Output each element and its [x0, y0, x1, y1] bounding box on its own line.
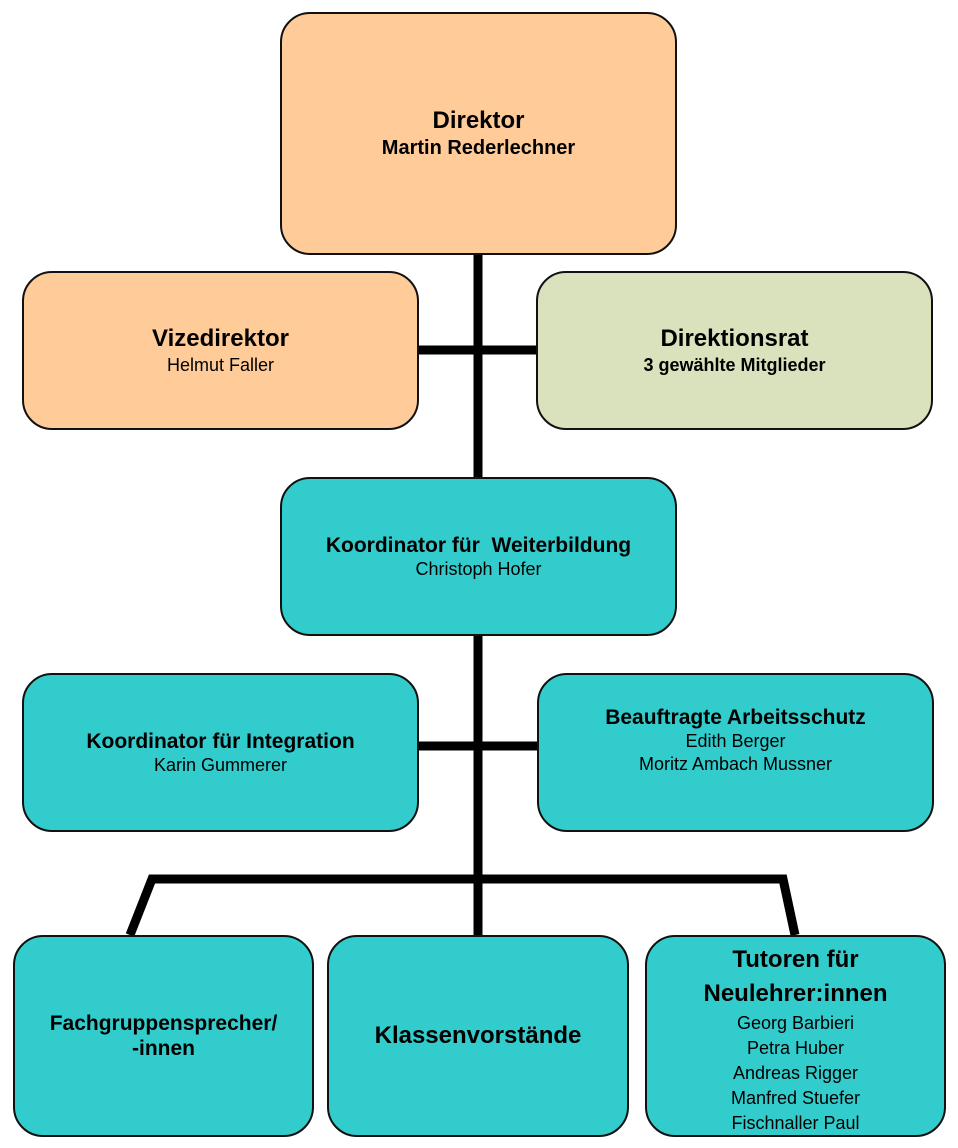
node-integration: Koordinator für Integration Karin Gummer…: [22, 673, 419, 832]
node-person: Petra Huber: [746, 1038, 845, 1058]
node-direktor: Direktor Martin Rederlechner: [280, 12, 677, 255]
node-person: Georg Barbieri: [736, 1013, 855, 1033]
node-person: Karin Gummerer: [153, 754, 288, 775]
node-person: Moritz Ambach Mussner: [638, 754, 833, 774]
node-person: Helmut Faller: [166, 355, 275, 375]
node-title: Vizedirektor: [152, 325, 289, 352]
node-title-line: -innen: [132, 1037, 195, 1060]
node-fachgruppen: Fachgruppensprecher/ -innen: [13, 935, 314, 1137]
node-person: Martin Rederlechner: [381, 137, 576, 159]
node-direktionsrat: Direktionsrat 3 gewählte Mitglieder: [536, 271, 933, 430]
node-person: Manfred Stuefer: [730, 1088, 861, 1108]
node-person: 3 gewählte Mitglieder: [643, 355, 826, 375]
node-tutoren: Tutoren für Neulehrer:innen Georg Barbie…: [645, 935, 946, 1137]
node-person: Christoph Hofer: [415, 558, 542, 579]
connector-bottom-branch: [125, 874, 800, 937]
node-title: Direktionsrat: [660, 325, 809, 352]
node-title: Direktor: [432, 107, 525, 134]
node-title-line: Tutoren für: [732, 946, 859, 973]
node-title: Klassenvorstände: [374, 1022, 582, 1049]
node-title: Koordinator für Integration: [86, 729, 355, 753]
node-person: Andreas Rigger: [732, 1063, 859, 1083]
node-klassenvorstaende: Klassenvorstände: [327, 935, 629, 1137]
node-vizedirektor: Vizedirektor Helmut Faller: [22, 271, 419, 430]
node-title-line: Neulehrer:innen: [703, 980, 888, 1007]
node-title: Koordinator für Weiterbildung: [325, 533, 632, 557]
node-person: Fischnaller Paul: [731, 1113, 860, 1133]
node-arbeitsschutz: Beauftragte Arbeitsschutz Edith Berger M…: [537, 673, 934, 832]
node-person: Edith Berger: [685, 731, 786, 751]
node-weiterbildung: Koordinator für Weiterbildung Christoph …: [280, 477, 677, 636]
node-title: Beauftragte Arbeitsschutz: [605, 706, 866, 729]
node-title-line: Fachgruppensprecher/: [49, 1012, 278, 1035]
